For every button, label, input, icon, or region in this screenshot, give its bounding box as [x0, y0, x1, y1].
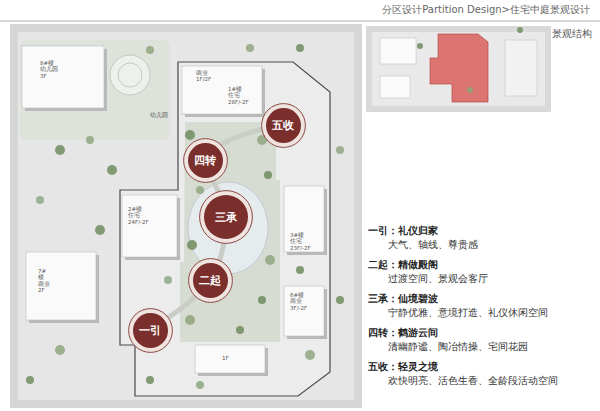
tree: [107, 165, 117, 175]
tree: [296, 44, 304, 52]
tree: [185, 315, 195, 325]
stage-description: 大气、轴线、尊贵感: [388, 239, 478, 250]
key-map-building: [505, 40, 537, 96]
header-text: 景观结构: [552, 28, 592, 40]
tree: [196, 186, 204, 194]
key-map-building: [380, 76, 410, 98]
building-label: 8#楼 幼儿园 3F: [40, 60, 58, 79]
tree: [467, 87, 473, 93]
building: [26, 252, 96, 320]
circle-fill: [188, 143, 223, 178]
stage-heading: 一引：礼仪归家: [368, 225, 438, 237]
tree: [296, 266, 304, 274]
tree: [264, 171, 272, 179]
tree: [55, 145, 65, 155]
building-label: 7#楼 商业 2F: [38, 268, 50, 293]
stage-name: 五收: [272, 118, 294, 133]
play-circle: [110, 55, 150, 95]
circle-ring: [128, 308, 172, 352]
key-map-building: [380, 38, 416, 64]
building-label: 2#楼 住宅 24F/-2F: [128, 206, 149, 225]
circle-fill: [133, 313, 168, 348]
circle-fill: [193, 263, 228, 298]
tree: [146, 46, 154, 54]
tree: [517, 27, 523, 33]
header-text: 分区设计Partition Design>住宅中庭景观设计: [382, 4, 590, 16]
tree: [185, 130, 195, 140]
key-map-highlight: [430, 34, 488, 102]
circle-fill: [266, 108, 301, 143]
stage-name: 一引: [139, 323, 161, 338]
stage-circle: 二起: [188, 258, 233, 303]
stage-description: 欢快明亮、活色生香、全龄段活动空间: [388, 375, 558, 386]
tree: [246, 44, 254, 52]
tree: [336, 146, 344, 154]
stage-circle: 三承: [199, 190, 253, 244]
key-map: [366, 26, 551, 112]
tree: [305, 350, 315, 360]
site-boundary: [120, 62, 330, 396]
building: [284, 286, 324, 336]
building-label: 商业 1F/2F: [196, 70, 211, 83]
tree: [95, 225, 105, 235]
plan-block: [18, 32, 354, 400]
building-label: 1#楼 住宅 28F/-2F: [228, 86, 249, 105]
stage-name: 四转: [194, 153, 216, 168]
building: [182, 66, 262, 114]
tree: [164, 276, 172, 284]
tree: [196, 381, 204, 389]
circle-ring: [200, 191, 253, 244]
tree: [258, 296, 266, 304]
kindergarten-yard: [20, 40, 170, 140]
stage-name: 二起: [199, 273, 221, 288]
stage-circle: 五收: [261, 103, 306, 148]
building: [195, 345, 265, 373]
tree: [146, 376, 154, 384]
plan-ground: [10, 24, 362, 408]
tree: [265, 255, 275, 265]
tree: [26, 376, 34, 384]
stage-description: 清幽静谧、陶冶情操、宅间花园: [388, 341, 528, 352]
courtyard: [180, 122, 280, 342]
stage-heading: 二起：精做殿阁: [368, 259, 438, 271]
play-circle: [118, 63, 142, 87]
stage-heading: 三承：仙境碧波: [368, 293, 438, 305]
circle-ring: [188, 258, 232, 302]
key-map-block: [372, 32, 545, 106]
tree: [55, 345, 65, 355]
stage-circle: 一引: [128, 308, 173, 353]
stage-heading: 四转：鹤游云间: [368, 327, 438, 339]
stage-heading: 五收：轻灵之境: [368, 361, 438, 373]
tree: [86, 136, 94, 144]
stage-description: 过渡空间、景观会客厅: [388, 273, 488, 284]
building-label: 3#楼 住宅 23F/-2F: [290, 232, 311, 251]
stage-name: 三承: [215, 210, 237, 225]
circle-fill: [204, 195, 248, 239]
building: [284, 186, 324, 252]
building: [122, 195, 177, 257]
building-label: 1F: [222, 355, 229, 361]
building-label: 6#楼 商业 3F/-2F: [290, 292, 307, 311]
tree: [336, 296, 344, 304]
building-label: 幼儿园: [150, 112, 168, 118]
circle-ring: [261, 103, 305, 147]
tree: [36, 196, 44, 204]
header-rule: [0, 21, 600, 22]
building: [22, 46, 104, 108]
tree: [417, 43, 423, 49]
stage-description: 宁静优雅、意境打造、礼仪休闲空间: [388, 307, 548, 318]
tree: [187, 240, 197, 250]
circle-ring: [183, 138, 227, 182]
tree: [236, 326, 244, 334]
stage-circle: 四转: [183, 138, 228, 183]
